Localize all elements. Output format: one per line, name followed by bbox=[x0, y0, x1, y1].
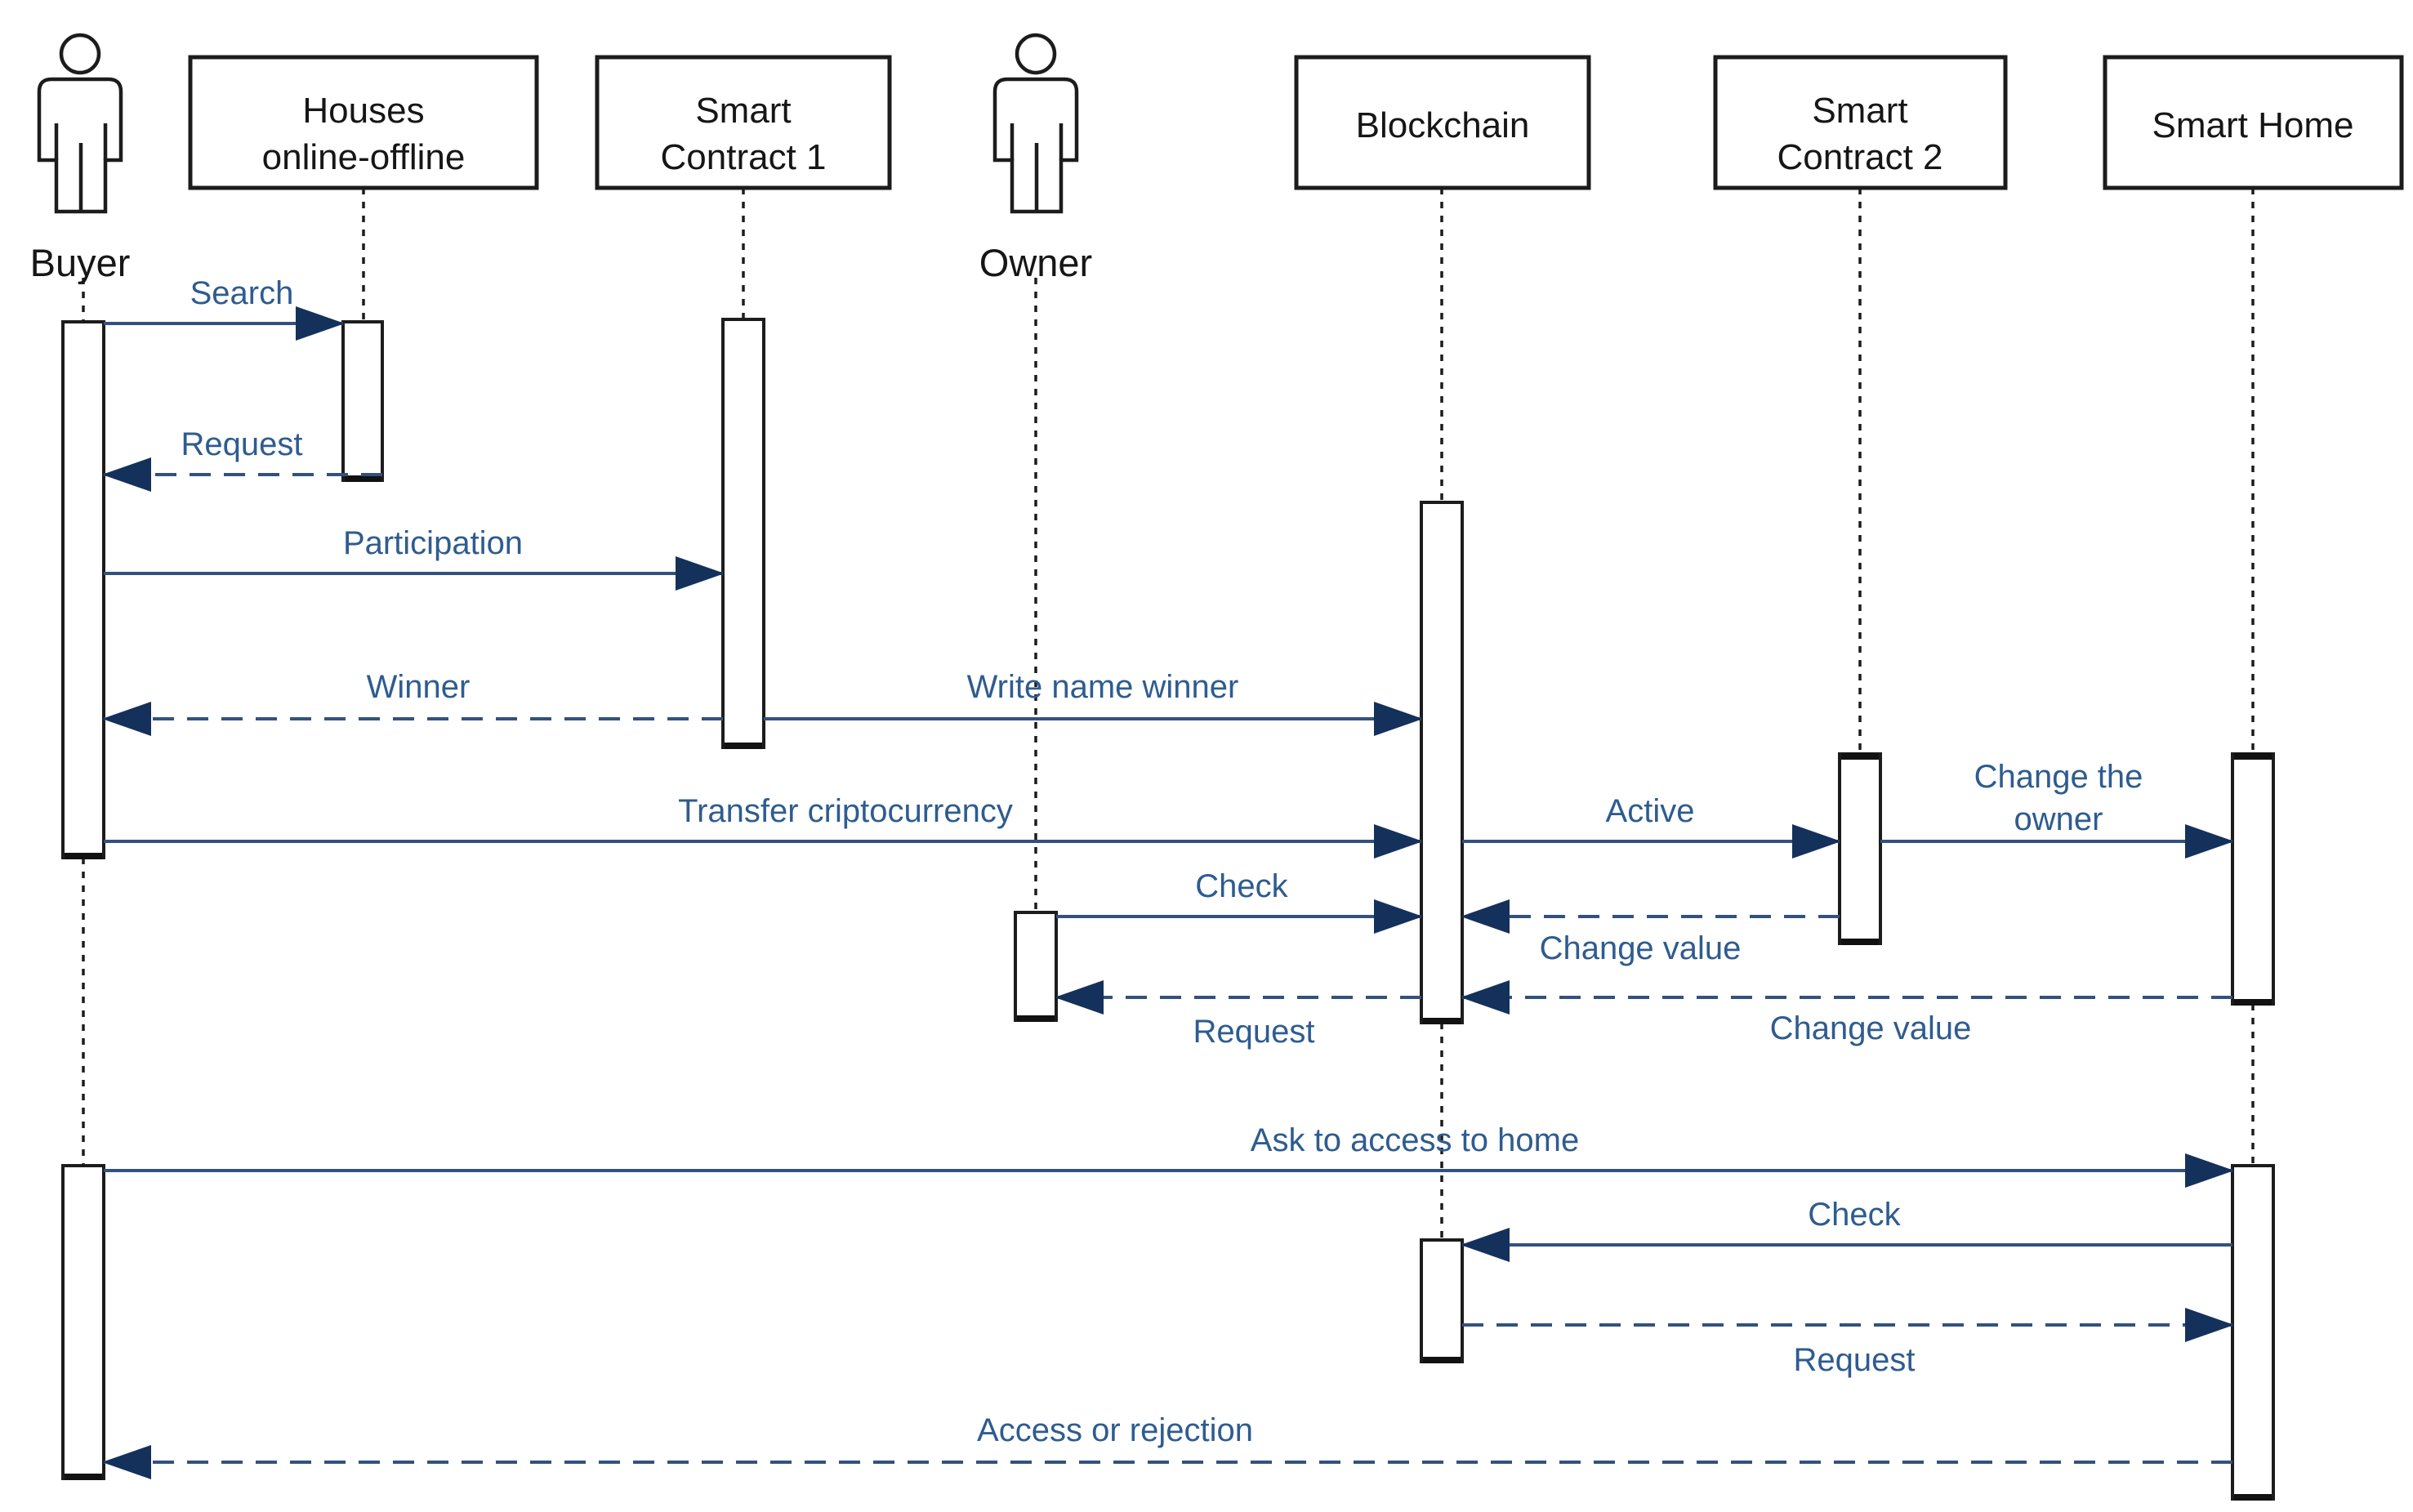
actor-buyer-icon bbox=[37, 33, 123, 214]
actor-owner-head bbox=[1015, 33, 1057, 75]
message-change-owner-label-line2: owner bbox=[2014, 801, 2103, 837]
participant-label-sc1-line2: Contract 1 bbox=[661, 137, 827, 177]
message-request3-label: Request bbox=[1794, 1342, 1916, 1378]
message-check1-label: Check bbox=[1195, 868, 1288, 904]
message-change-owner-label-line1: Change the bbox=[1974, 759, 2143, 795]
activation-smart-contract-2 bbox=[1838, 752, 1882, 945]
participant-box-smart-home bbox=[2103, 55, 2404, 190]
activation-buyer-1 bbox=[61, 320, 105, 859]
actor-buyer-head bbox=[59, 33, 101, 75]
actor-owner-body bbox=[992, 77, 1079, 214]
participant-label-blockchain: Blockchain bbox=[1356, 105, 1530, 145]
actor-owner-label: Owner bbox=[979, 241, 1092, 284]
actor-buyer-label: Buyer bbox=[30, 241, 131, 284]
activation-houses bbox=[341, 320, 384, 482]
activation-owner bbox=[1014, 911, 1058, 1022]
participant-box-smart-contract-2 bbox=[1713, 55, 2008, 190]
activation-smart-home-1 bbox=[2231, 752, 2275, 1006]
participant-label-smart-home: Smart Home bbox=[2152, 105, 2354, 145]
participant-label-sc2-line1: Smart bbox=[1812, 91, 1907, 131]
participant-box-houses bbox=[188, 55, 539, 190]
participant-box-smart-contract-1 bbox=[595, 55, 892, 190]
message-change-value1-label: Change value bbox=[1540, 930, 1742, 966]
participant-label-houses-line1: Houses bbox=[302, 91, 424, 131]
message-ask-access-label: Ask to access to home bbox=[1251, 1122, 1579, 1158]
message-winner-label: Winner bbox=[367, 669, 471, 705]
activation-smart-contract-1 bbox=[721, 318, 765, 749]
message-search-label: Search bbox=[190, 275, 294, 311]
activation-smart-home-2 bbox=[2231, 1164, 2275, 1501]
message-request1-label: Request bbox=[181, 426, 303, 462]
message-access-rejection-label: Access or rejection bbox=[977, 1412, 1253, 1448]
actor-owner-icon bbox=[992, 33, 1079, 214]
actor-buyer-body bbox=[37, 77, 123, 214]
message-participation-label: Participation bbox=[343, 525, 523, 561]
participant-box-blockchain bbox=[1294, 55, 1591, 190]
message-change-value2-label: Change value bbox=[1770, 1010, 1972, 1046]
participant-label-sc1-line1: Smart bbox=[695, 91, 791, 131]
message-request2-label: Request bbox=[1193, 1014, 1315, 1050]
activation-blockchain-2 bbox=[1420, 1238, 1464, 1363]
participant-label-sc2-line2: Contract 2 bbox=[1777, 137, 1943, 177]
message-check2-label: Check bbox=[1808, 1197, 1901, 1233]
activation-blockchain-1 bbox=[1420, 501, 1464, 1024]
activation-buyer-2 bbox=[61, 1164, 105, 1480]
participant-label-houses-line2: online-offline bbox=[262, 137, 466, 177]
message-transfer-label: Transfer criptocurrency bbox=[678, 793, 1013, 829]
message-write-name-winner-label: Write name winner bbox=[967, 669, 1239, 705]
message-active-label: Active bbox=[1606, 793, 1695, 829]
